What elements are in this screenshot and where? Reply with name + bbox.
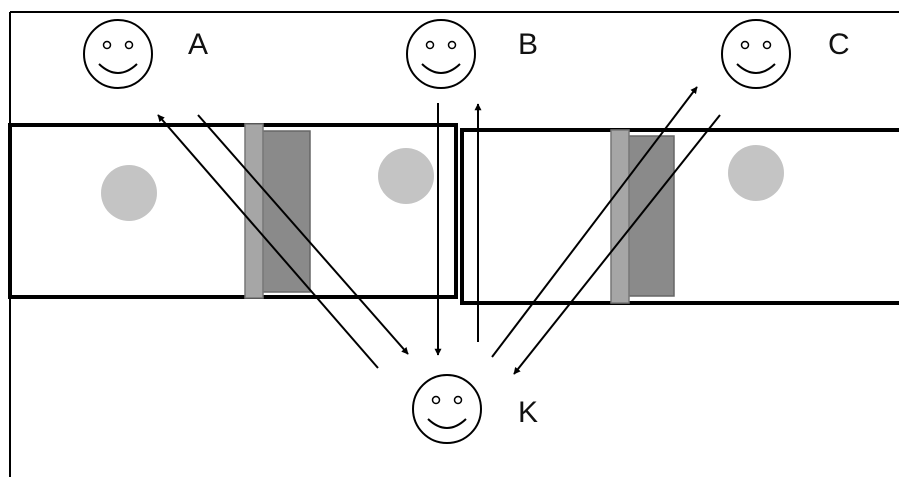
arrow-c-to-k xyxy=(513,114,721,375)
person-b-label: B xyxy=(518,28,538,61)
person-k-label: K xyxy=(518,396,538,429)
right-box-band-light xyxy=(610,129,630,304)
smiley-face-icon xyxy=(412,374,482,444)
left-box-band-dark xyxy=(261,130,311,293)
left-box-band-light xyxy=(244,123,264,299)
person-k: K xyxy=(412,374,538,444)
left-box-dot-2 xyxy=(378,148,434,204)
right-box xyxy=(460,128,899,305)
left-box xyxy=(8,123,458,299)
arrow-a-to-k xyxy=(197,114,409,355)
person-c: C xyxy=(721,19,850,89)
person-a: A xyxy=(83,19,208,89)
person-c-label: C xyxy=(828,28,850,61)
person-b: B xyxy=(406,19,538,89)
smiley-face-icon xyxy=(721,19,791,89)
smiley-face-icon xyxy=(406,19,476,89)
arrows xyxy=(157,86,721,375)
person-a-label: A xyxy=(188,28,208,61)
smiley-face-icon xyxy=(83,19,153,89)
arrow-k-to-c xyxy=(491,86,698,358)
right-box-dot xyxy=(728,145,784,201)
right-box-band-dark xyxy=(627,135,675,297)
arrow-k-to-a xyxy=(157,114,379,369)
left-box-dot-1 xyxy=(101,165,157,221)
